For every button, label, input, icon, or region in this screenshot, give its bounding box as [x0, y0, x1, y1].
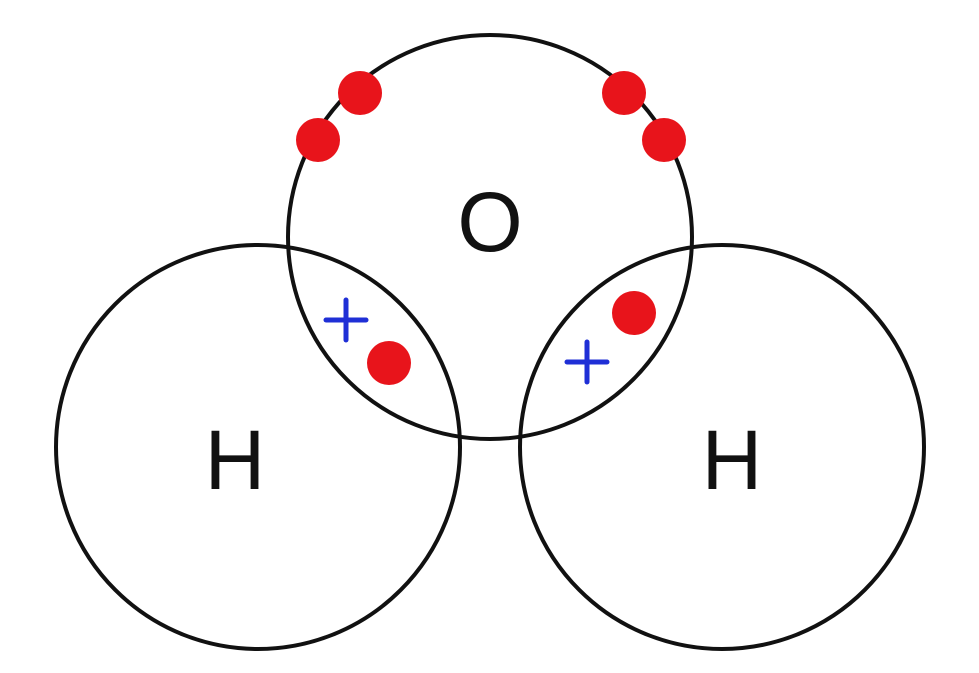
oxygen-lone-electron-3: [602, 71, 646, 115]
oxygen-lone-electron-1: [338, 71, 382, 115]
oxygen-bond-electron-left: [367, 341, 411, 385]
hydrogen-right-electron-cross: [564, 339, 610, 385]
oxygen-label: O: [457, 175, 522, 269]
oxygen-lone-electron-4: [642, 118, 686, 162]
hydrogen-right-shell: [518, 243, 926, 651]
oxygen-bond-electron-right: [612, 291, 656, 335]
hydrogen-left-shell: [54, 243, 462, 651]
oxygen-shell: [286, 33, 694, 441]
hydrogen-right-label: H: [702, 413, 763, 507]
hydrogen-left-label: H: [205, 413, 266, 507]
oxygen-lone-electron-2: [296, 118, 340, 162]
hydrogen-left-electron-cross: [323, 297, 369, 343]
